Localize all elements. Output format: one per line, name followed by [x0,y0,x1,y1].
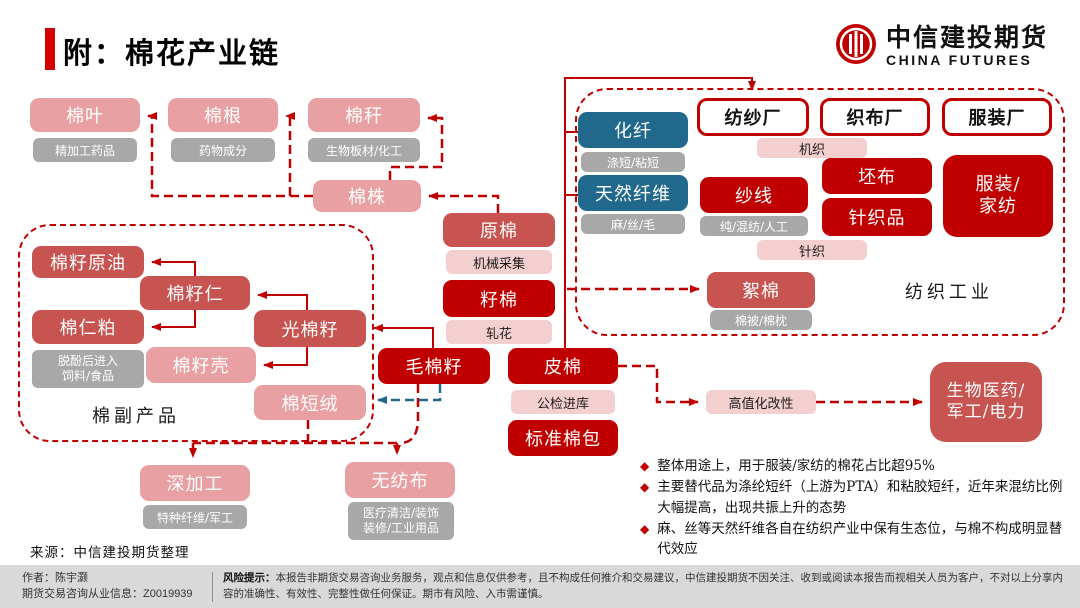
footer-bar: 作者：陈宇灏 期货交易咨询从业信息：Z0019939 风险提示：本报告非期货交易… [0,565,1080,608]
risk-disclaimer: 风险提示：本报告非期货交易咨询业务服务，观点和信息仅供参考，且不构成任何推介和交… [223,571,1080,601]
node-biomedicine-military-power: 生物医药/ 军工/电力 [930,362,1042,442]
node-seed-cotton: 籽棉 [443,280,555,317]
node-fuzzy-cottonseed: 毛棉籽 [378,348,490,384]
note-text: 麻、丝等天然纤维各自在纺织产业中保有生态位，与棉不构成明显替代效应 [657,520,1063,557]
node-garment-factory: 服装厂 [942,98,1052,136]
label-natural-fiber-types: 麻/丝/毛 [581,214,685,234]
node-cottonseed-meal: 棉仁粕 [32,310,144,344]
node-raw-cotton: 原棉 [443,213,555,247]
node-cottonseed-crude-oil: 棉籽原油 [32,246,144,278]
node-chemical-fiber: 化纤 [578,112,688,148]
node-cotton-root: 棉根 [168,98,278,132]
node-weaving-mill: 织布厂 [820,98,930,136]
diamond-bullet-icon: ◆ [640,480,650,495]
page-title: 附：棉花产业链 [63,38,281,70]
node-spinning-mill: 纺纱厂 [697,98,809,136]
label-knit: 针织 [757,240,867,260]
label-root-use: 药物成分 [171,138,275,162]
label-meal-use: 脱酚后进入 饲料/食品 [32,350,144,388]
byproducts-zone-label: 棉副产品 [92,406,180,427]
note-text: 主要替代品为涤纶短纤（上游为PTA）和粘胶短纤，近年来混纺比例大幅提高，出现共振… [657,479,1063,516]
label-chemical-fiber-types: 涤短/粘短 [581,152,685,172]
node-cotton-linter: 棉短绒 [254,385,366,420]
label-nonwoven-use: 医疗清洁/装饰 装修/工业用品 [348,502,454,540]
cotton-byproducts-zone [18,224,374,442]
node-standard-bale: 标准棉包 [508,420,618,456]
logo-cn-text: 中信建投期货 [885,24,1048,53]
label-inspection-warehouse: 公检进库 [511,390,615,414]
footer-divider [212,571,213,602]
logo-en-text: CHINA FUTURES [885,51,1033,68]
label-yarn-types: 纯/混纺/人工 [700,216,808,236]
node-apparel-hometextile: 服装/ 家纺 [943,155,1053,237]
author-name: 作者：陈宇灏 [22,571,88,584]
node-cotton-stalk: 棉秆 [308,98,420,132]
citic-logo-icon [834,22,878,71]
source-note: 来源：中信建投期货整理 [30,545,190,561]
node-deep-processing: 深加工 [140,465,250,501]
node-natural-fiber: 天然纤维 [578,175,688,211]
label-stalk-use: 生物板材/化工 [308,138,420,162]
node-wadding: 絮棉 [707,272,815,308]
label-deep-processing-use: 特种纤维/军工 [143,505,247,529]
node-lint-cotton: 皮棉 [508,348,618,384]
notes-list: ◆ 整体用途上，用于服装/家纺的棉花占比超95% ◆ 主要替代品为涤纶短纤（上游… [640,456,1072,560]
label-ginning: 轧花 [446,320,552,344]
note-item: ◆ 整体用途上，用于服装/家纺的棉花占比超95% [640,456,1072,476]
risk-label: 风险提示： [223,572,276,585]
risk-text: 本报告非期货交易咨询业务服务，观点和信息仅供参考，且不构成任何推介和交易建议，中… [223,572,1063,600]
diamond-bullet-icon: ◆ [640,521,650,536]
author-license: 期货交易咨询从业信息：Z0019939 [22,587,193,600]
node-delinted-cottonseed: 光棉籽 [254,310,366,347]
node-knitwear: 针织品 [822,198,932,236]
note-item: ◆ 主要替代品为涤纶短纤（上游为PTA）和粘胶短纤，近年来混纺比例大幅提高，出现… [640,477,1072,518]
label-woven: 机织 [757,138,867,158]
node-cottonseed-kernel: 棉籽仁 [140,276,250,310]
label-leaf-use: 精加工药品 [33,138,137,162]
label-wadding-use: 棉被/棉枕 [710,310,812,330]
node-cottonseed-hull: 棉籽壳 [146,347,256,383]
diamond-bullet-icon: ◆ [640,459,650,473]
textile-zone-label: 纺织工业 [905,282,993,303]
author-info: 作者：陈宇灏 期货交易咨询从业信息：Z0019939 [0,571,210,603]
node-cotton-leaf: 棉叶 [30,98,140,132]
note-text: 整体用途上，用于服装/家纺的棉花占比超95% [657,458,935,474]
node-high-value-modification: 高值化改性 [706,390,816,414]
node-yarn: 纱线 [700,177,808,213]
node-nonwoven: 无纺布 [345,462,455,498]
company-logo: 中信建投期货 CHINA FUTURES [834,22,1048,71]
note-item: ◆ 麻、丝等天然纤维各自在纺织产业中保有生态位，与棉不构成明显替代效应 [640,519,1072,560]
label-mechanical-harvest: 机械采集 [446,250,552,274]
node-grey-fabric: 坯布 [822,158,932,194]
title-accent-bar [45,28,55,70]
node-cotton-plant: 棉株 [313,180,421,212]
